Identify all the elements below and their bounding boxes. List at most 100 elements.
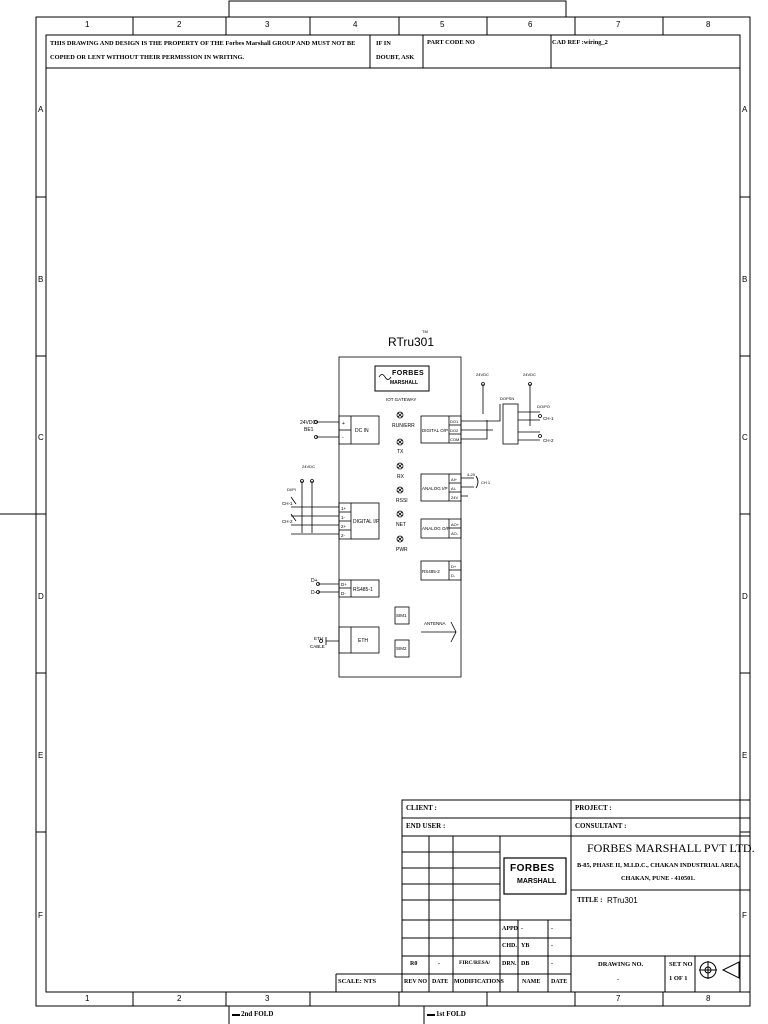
rev-date-value: - <box>438 961 440 967</box>
terminal-label: 2- <box>341 533 346 538</box>
antenna-label: ANTENNA <box>424 621 446 626</box>
do-ch1-label: CH-1 <box>543 416 554 421</box>
gateway-label: IOT GATEWAY <box>386 397 416 402</box>
row-label: A <box>38 105 44 114</box>
digital-op-label: DIGITAL O/P <box>422 428 448 433</box>
do-vdc-label: 24VDC <box>523 372 536 377</box>
fold-label-2nd: 2nd FOLD <box>241 1010 274 1018</box>
led-label: NET <box>396 522 406 528</box>
col-label: 1 <box>85 994 90 1003</box>
do-ch2-label: CH-2 <box>543 438 554 443</box>
sim2-slot <box>394 639 410 658</box>
consultant-label: CONSULTANT : <box>575 822 627 830</box>
digital-op-block <box>420 415 462 444</box>
title-value: RTru301 <box>607 896 638 905</box>
rs-d-plus: D+ <box>311 578 318 584</box>
ai-range-label: 4-20 <box>467 472 476 477</box>
terminal-label: 24V <box>451 495 458 500</box>
company-address: B-85, PHASE II, M.I.D.C., CHAKAN INDUSTR… <box>577 862 740 869</box>
led-label: RSSI <box>396 498 408 504</box>
col-label: 6 <box>528 20 533 29</box>
eth-block <box>338 626 380 654</box>
analog-op-block <box>420 518 462 539</box>
end-user-label: END USER : <box>406 822 446 830</box>
dip-ch1-label: CH-1 <box>282 501 293 506</box>
terminal-label: - <box>342 435 344 441</box>
project-label: PROJECT : <box>575 804 612 812</box>
appd-date: - <box>551 926 553 932</box>
analog-ip-block <box>420 473 462 502</box>
rs485-1-label: RS485-1 <box>353 587 373 593</box>
logo-forbes: FORBES <box>510 863 555 874</box>
col-label: 7 <box>616 994 621 1003</box>
row-label: E <box>742 751 748 760</box>
dip-vdc-label: 24VDC <box>302 464 315 469</box>
drawing-no-value: - <box>617 976 620 983</box>
dc-in-label: DC IN <box>355 428 369 434</box>
row-label: C <box>38 433 44 442</box>
terminal-label: DO2 <box>450 428 459 433</box>
col-label: 8 <box>706 994 711 1003</box>
supply-label: 24VDC <box>300 420 317 426</box>
do-relay-label: DOPSN <box>500 396 514 401</box>
trademark: TM <box>422 329 428 334</box>
analog-ip-label: ANALOG I/P <box>422 486 448 491</box>
chd-date: - <box>551 943 553 949</box>
chd-label: CHD. <box>502 943 517 949</box>
ai-ch-label: CH 1 <box>481 480 491 485</box>
row-label: B <box>742 275 748 284</box>
terminal-label: AO+ <box>451 522 460 527</box>
row-label: D <box>742 592 748 601</box>
rs485-2-block <box>420 560 462 581</box>
led-label: PWR <box>396 547 408 553</box>
appd-name: - <box>521 926 523 932</box>
supply-label: BE1 <box>304 427 314 433</box>
drn-date: - <box>551 961 553 967</box>
led-label: TX <box>397 449 404 455</box>
row-label: F <box>38 911 43 920</box>
terminal-label: COM <box>450 437 459 442</box>
terminal-label: DO1 <box>450 419 459 424</box>
cad-ref: CAD REF :wiring_2 <box>552 39 608 46</box>
sim-label: SIM1 <box>396 613 407 618</box>
dip-ch2-label: CH-2 <box>282 519 293 524</box>
chd-name: YB <box>521 943 530 949</box>
diagram-title: RTru301 <box>388 335 435 349</box>
terminal-label: + <box>342 421 345 427</box>
drawing-no-label: DRAWING NO. <box>598 961 644 968</box>
ownership-notice-2: COPIED OR LENT WITHOUT THEIR PERMISSION … <box>50 54 245 61</box>
col-label: 2 <box>177 994 182 1003</box>
fold-label-1st: 1st FOLD <box>436 1010 466 1018</box>
status-leds <box>396 411 404 543</box>
col-date-2: DATE <box>551 979 568 985</box>
eth-cable-label: CABLE <box>310 644 325 649</box>
col-modifications: MODIFICATIONS <box>454 979 504 985</box>
row-label: D <box>38 592 44 601</box>
led-label: RUN/ERR <box>392 423 415 429</box>
col-label: 3 <box>265 20 270 29</box>
col-label: 1 <box>85 20 90 29</box>
col-label: 2 <box>177 20 182 29</box>
rs-d-minus: D- <box>311 590 317 596</box>
terminal-label: 1+ <box>341 506 347 511</box>
col-label: 7 <box>616 20 621 29</box>
sim1-slot <box>394 606 410 625</box>
sim-label: SIM2 <box>396 646 407 651</box>
terminal-label: D- <box>451 573 456 578</box>
terminal-label: D- <box>341 591 346 596</box>
terminal-label: 1- <box>341 515 346 520</box>
antenna-symbol <box>421 621 457 643</box>
col-label: 8 <box>706 20 711 29</box>
doubt-note-2: DOUBT, ASK <box>376 54 415 61</box>
ownership-notice: THIS DRAWING AND DESIGN IS THE PROPERTY … <box>50 40 356 47</box>
row-label: C <box>742 433 748 442</box>
terminal-label: AI- <box>451 486 457 491</box>
company-name: FORBES MARSHALL PVT LTD. <box>587 841 755 855</box>
col-label: 4 <box>353 20 358 29</box>
terminal-label: AO- <box>451 531 459 536</box>
set-no-value: 1 OF 1 <box>669 975 688 982</box>
col-name: NAME <box>522 979 541 985</box>
